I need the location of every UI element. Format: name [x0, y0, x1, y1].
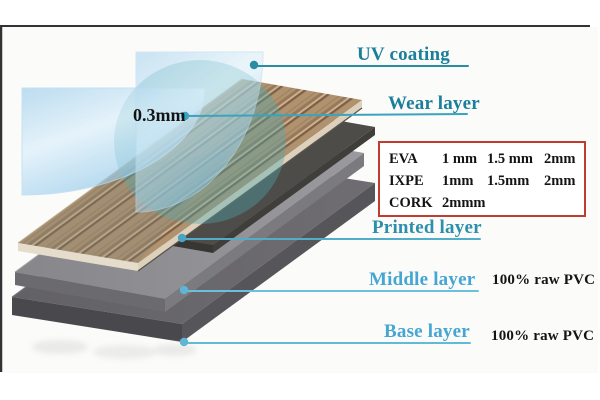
wear-leader-line	[184, 113, 468, 117]
leader-lines	[177, 60, 481, 347]
printed-layer-label: Printed layer	[372, 217, 482, 238]
wear-leader-dot	[180, 111, 190, 121]
base-leader-dot	[179, 337, 189, 347]
spec-value: 1.5 mm	[487, 151, 533, 167]
spec-row-cork: CORK 2mmm	[389, 192, 584, 214]
wear-thickness-label: 0.3mm	[133, 105, 186, 125]
base-layer-label: Base layer	[384, 321, 470, 342]
base-pvc-note: 100% raw PVC	[491, 328, 595, 344]
spec-value	[544, 192, 584, 214]
middle-layer-label: Middle layer	[369, 269, 476, 290]
middle-leader-dot	[179, 285, 189, 295]
spec-name: CORK	[389, 195, 433, 211]
spec-value: 2mmm	[442, 195, 486, 211]
spec-value: 1.5mm	[487, 173, 530, 189]
uv-leader-dot	[249, 60, 259, 70]
spec-value: 1mm	[442, 173, 474, 189]
spec-value: 2mm	[544, 173, 576, 189]
spec-row-eva: EVA 1 mm 1.5 mm 2mm	[389, 148, 584, 170]
printed-leader-dot	[177, 233, 187, 243]
uv-coating-sheet	[135, 51, 264, 213]
wear-layer-label: Wear layer	[388, 93, 480, 114]
spec-value: 2mm	[544, 151, 576, 167]
spec-name: EVA	[389, 151, 418, 167]
underlayment-spec-box: EVA 1 mm 1.5 mm 2mm IXPE 1mm 1.5mm 2mm C…	[378, 141, 586, 217]
spec-value	[487, 192, 544, 214]
spec-name: IXPE	[389, 173, 424, 189]
spec-value: 1 mm	[442, 151, 478, 167]
uv-coating-label: UV coating	[357, 44, 450, 65]
middle-pvc-note: 100% raw PVC	[492, 272, 596, 288]
spec-row-ixpe: IXPE 1mm 1.5mm 2mm	[389, 170, 584, 192]
watermark	[32, 340, 197, 359]
